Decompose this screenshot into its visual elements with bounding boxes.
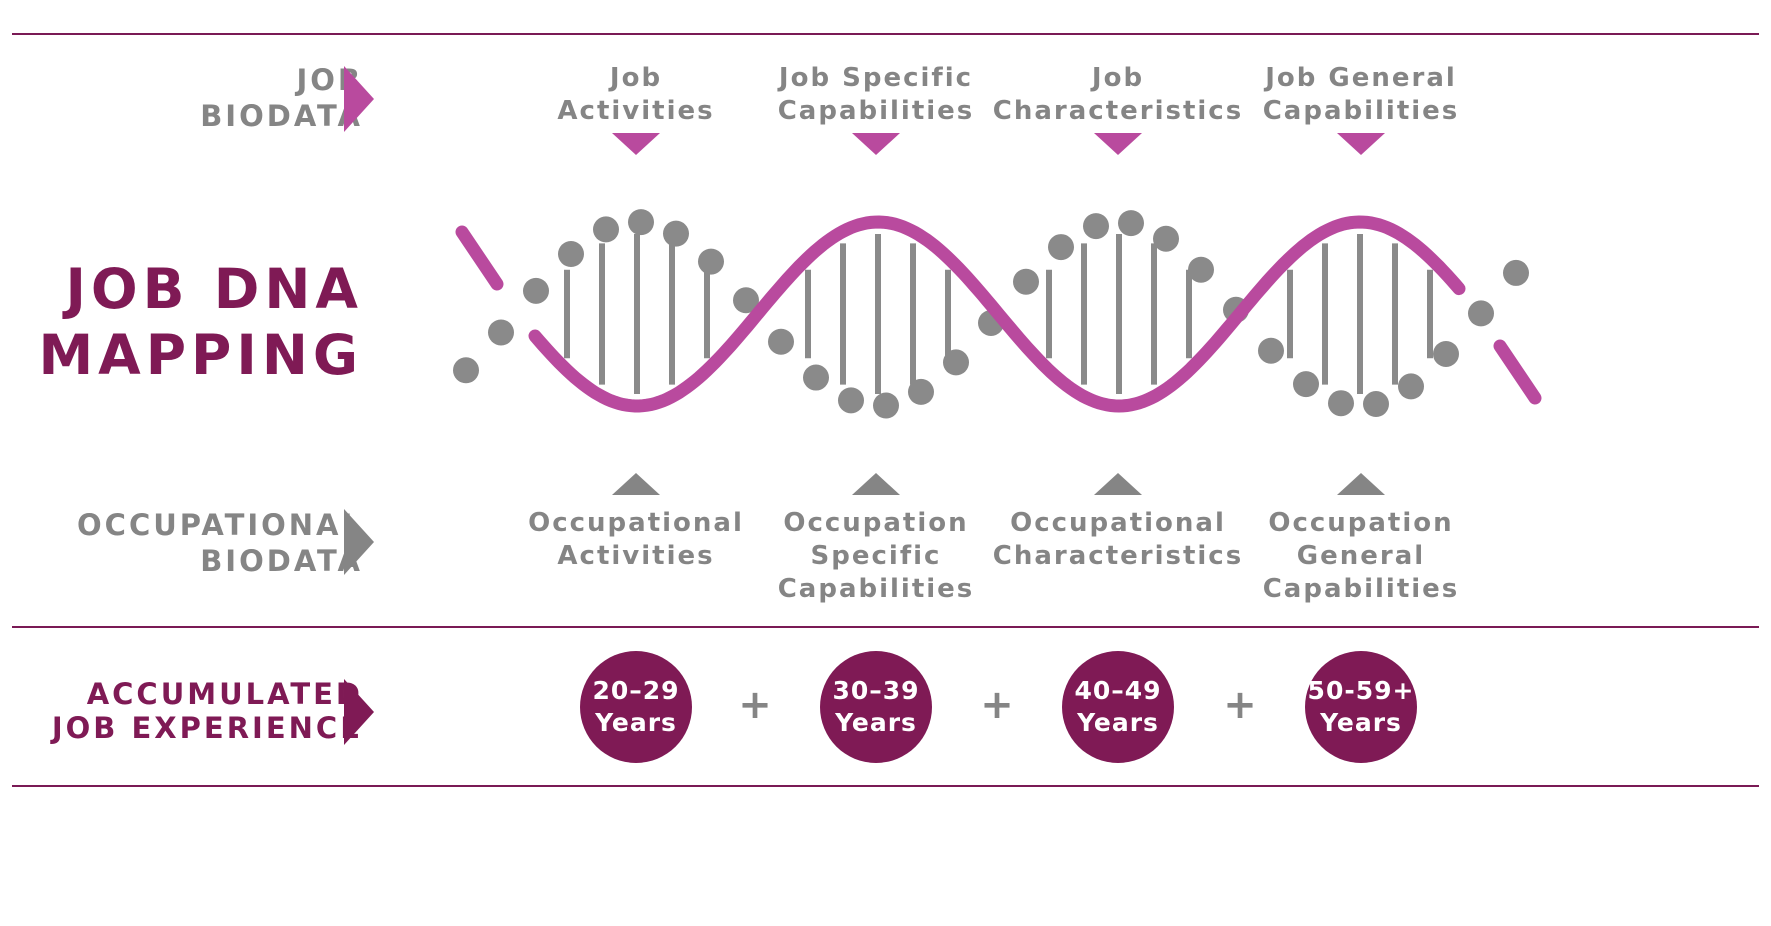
dna-dot [488,319,514,346]
dna-dot [558,241,584,268]
dna-dot [698,248,724,275]
down-triangle-icon [852,133,900,155]
top-rule [12,33,1759,35]
job-biodata-arrow-icon [344,66,374,132]
dna-dot [523,277,549,304]
job-label-activities: Job Activities [557,63,715,126]
bottom-rule [12,785,1759,787]
up-triangle-icon [612,473,660,495]
dna-dot [803,364,829,391]
dna-dot [768,328,794,355]
dna-dot [1153,225,1179,252]
plus-icon: + [738,682,772,728]
dna-dot [1398,373,1424,400]
dna-dot [1083,213,1109,240]
dna-dot [1328,390,1354,417]
down-triangle-icon [612,133,660,155]
occupational-label-activities: Occupational Activities [528,508,744,571]
accumulated-experience-label: ACCUMULATED JOB EXPERIENCE [51,677,363,745]
job-biodata-label: JOB BIODATA [200,63,363,133]
dna-dot [1188,256,1214,283]
dna-dot [1118,210,1144,237]
dna-dot [1433,340,1459,367]
dna-strand-pink [528,215,1466,413]
dna-dot [1048,234,1074,261]
accumulated-arrow-icon [344,679,374,745]
experience-circle-30-39: 30–39 Years [820,651,932,763]
down-triangle-icon [1094,133,1142,155]
experience-circle-50-59: 50-59+ Years [1305,651,1417,763]
down-triangle-icon [1337,133,1385,155]
up-triangle-icon [1094,473,1142,495]
page-title: JOB DNA MAPPING [38,257,363,387]
dna-dot [1363,391,1389,418]
dna-dot [663,220,689,247]
dna-dot [1503,259,1529,286]
dna-strand-pink-end [455,225,504,291]
plus-icon: + [980,682,1014,728]
job-label-general: Job General Capabilities [1262,63,1460,126]
job-label-characteristics: Job Characteristics [992,63,1244,126]
occupational-label-specific: Occupation Specific Capabilities [777,508,975,604]
job-label-specific: Job Specific Capabilities [777,63,975,126]
dna-dot [1258,337,1284,364]
dna-dot [593,216,619,243]
dna-dot [1468,300,1494,327]
occupational-biodata-label: OCCUPATIONAL BIODATA [77,508,363,578]
experience-circle-20-29: 20–29 Years [580,651,692,763]
dna-dot [943,349,969,376]
dna-dot [838,387,864,414]
dna-dot [1013,268,1039,295]
occupational-biodata-arrow-icon [344,509,374,575]
middle-rule [12,626,1759,628]
dna-dot [733,287,759,314]
up-triangle-icon [852,473,900,495]
dna-dot [1293,371,1319,398]
dna-dot [628,209,654,236]
dna-dot [873,392,899,419]
up-triangle-icon [1337,473,1385,495]
occupational-label-general: Occupation General Capabilities [1262,508,1460,604]
dna-strand-pink-end [1493,339,1542,405]
plus-icon: + [1223,682,1257,728]
occupational-label-characteristics: Occupational Characteristics [992,508,1244,571]
experience-circle-40-49: 40–49 Years [1062,651,1174,763]
dna-dot [453,357,479,384]
dna-dot [908,378,934,405]
